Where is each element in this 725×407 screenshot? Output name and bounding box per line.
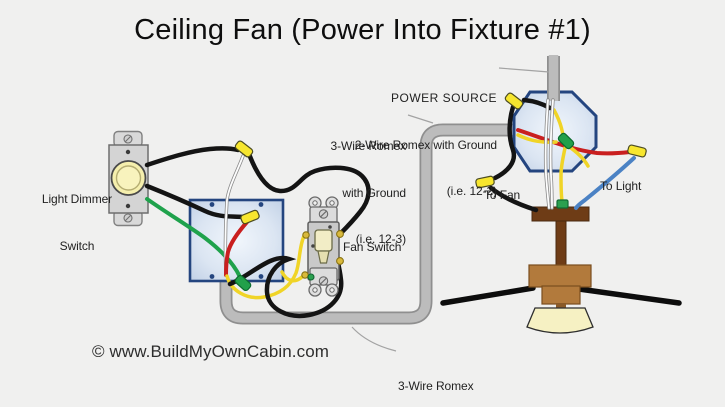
wire-nut-octagon-topleft [504,92,524,110]
fan-light-shade [526,307,594,334]
ground-terminal [556,199,569,209]
wire-nut-to-fan [475,175,495,189]
brass-screw [336,257,344,265]
romex-conduit-loop [219,123,520,325]
ceiling-fan [440,206,682,334]
wire-nut-switchbox-top [234,140,254,158]
romex-top-label: 3-Wire Romex with Ground (i.e. 12-3) [330,139,407,246]
light-dimmer-switch [108,130,149,227]
to-light-label: To Light [600,179,642,193]
green-ground-screw [307,273,315,281]
wire-nut-to-light [627,144,647,158]
fan-switch-label: Fan Switch [343,240,402,254]
brass-screw [301,271,309,279]
fan-blade-right [576,286,682,306]
switch-wires [144,146,371,319]
romex-bottom-label: 3-Wire Romex with Ground (i.e. 12-3) [398,379,474,393]
brass-screw [336,230,344,238]
power-source-label: POWER SOURCE 2-Wire Romex with Ground (i… [354,91,497,198]
wire-nut-octagon-green [557,132,575,150]
leader-lines [351,67,550,352]
toggle-lever [314,229,333,252]
octagon-wires [488,97,636,213]
wire-nut-switchbox-green [234,274,252,292]
fan-motor [528,264,592,288]
to-fan-label: To Fan [484,188,521,202]
dimmer-label: Light Dimmer Switch [41,192,113,253]
diagram-title: Ceiling Fan (Power Into Fixture #1) [134,14,591,46]
fan-blade-left [440,285,536,306]
wire-nut-switchbox-red [240,209,260,225]
fan-switch [301,196,344,297]
brass-screw [302,231,310,239]
copyright-text: © www.BuildMyOwnCabin.com [92,342,330,361]
